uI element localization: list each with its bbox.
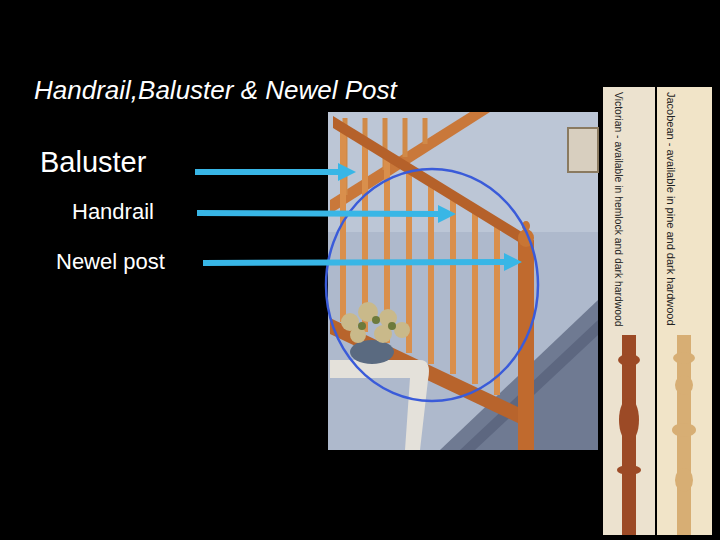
slide-title: Handrail,Baluster & Newel Post xyxy=(34,76,397,106)
leader-arrow xyxy=(197,213,440,214)
product-note: Victorian - available in hemlock and dar… xyxy=(612,92,624,327)
product-note: Jacobean - available in pine and dark ha… xyxy=(664,92,677,326)
leader-arrow xyxy=(203,262,506,263)
part-label: Baluster xyxy=(40,146,146,179)
part-label: Handrail xyxy=(72,199,154,224)
part-label: Newel post xyxy=(56,249,165,274)
leader-arrow xyxy=(195,169,340,175)
